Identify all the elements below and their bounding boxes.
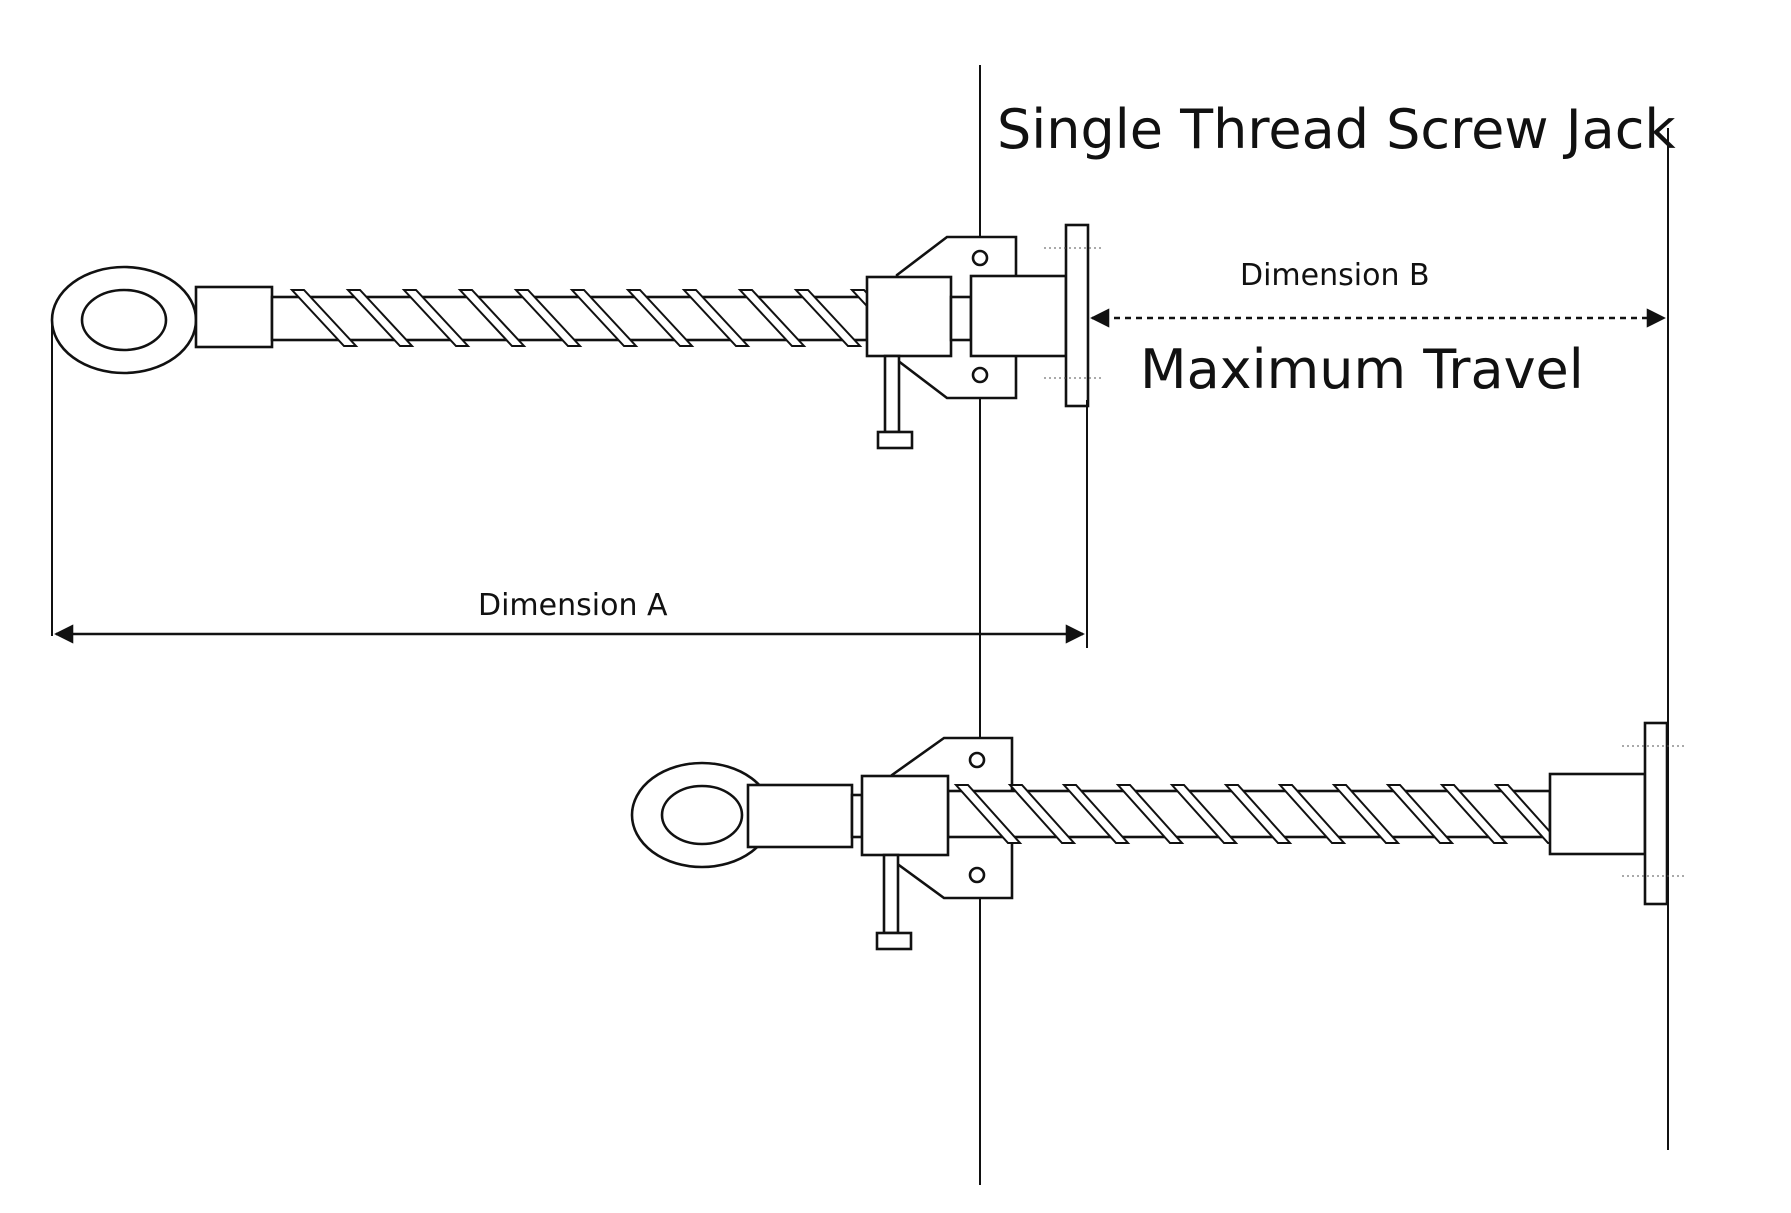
thread-strip <box>1061 784 1131 844</box>
locking-pin <box>882 853 900 935</box>
foot-plate <box>1643 721 1669 906</box>
bracket-hole-bottom <box>971 366 989 384</box>
thread-strip <box>1277 784 1347 844</box>
eye-neck <box>746 783 854 849</box>
locking-pin <box>883 354 901 434</box>
thread-strip <box>681 289 751 347</box>
maximum-travel-label: Maximum Travel <box>1140 338 1584 401</box>
thread-strip <box>793 289 863 347</box>
shaft-collar <box>850 793 864 839</box>
nut-block <box>865 275 953 358</box>
thread-strip <box>289 289 359 347</box>
thread-strip <box>1007 784 1077 844</box>
eye-ring-inner <box>80 288 168 352</box>
eye-ring-inner <box>660 784 744 846</box>
screw-threads <box>953 784 1563 844</box>
thread-strip <box>513 289 583 347</box>
bracket-hole-top <box>971 249 989 267</box>
nut-block <box>860 774 950 857</box>
thread-strip <box>569 289 639 347</box>
thread-strip <box>401 289 471 347</box>
dimension-a-label: Dimension A <box>478 588 668 623</box>
eye-neck <box>194 285 274 349</box>
thread-strip <box>1385 784 1455 844</box>
thread-strip <box>625 289 695 347</box>
thread-strip <box>1223 784 1293 844</box>
thread-strip <box>1331 784 1401 844</box>
locking-pin-head <box>876 430 914 450</box>
jack-retracted <box>50 223 1104 450</box>
jack-extended <box>630 721 1684 951</box>
thread-strip <box>1115 784 1185 844</box>
foot-plate <box>1064 223 1090 408</box>
bracket-hole-bottom <box>968 866 986 884</box>
thread-strip <box>1169 784 1239 844</box>
dimension-b-label: Dimension B <box>1240 258 1430 293</box>
bracket-hole-top <box>968 751 986 769</box>
head-block <box>969 274 1068 358</box>
thread-strip <box>953 784 1023 844</box>
thread-strip <box>345 289 415 347</box>
thread-strip <box>737 289 807 347</box>
diagram-title: Single Thread Screw Jack <box>997 98 1676 161</box>
head-block <box>1548 772 1647 856</box>
thread-strip <box>457 289 527 347</box>
shaft-collar <box>949 295 973 342</box>
thread-strip <box>1439 784 1509 844</box>
locking-pin-head <box>875 931 913 951</box>
